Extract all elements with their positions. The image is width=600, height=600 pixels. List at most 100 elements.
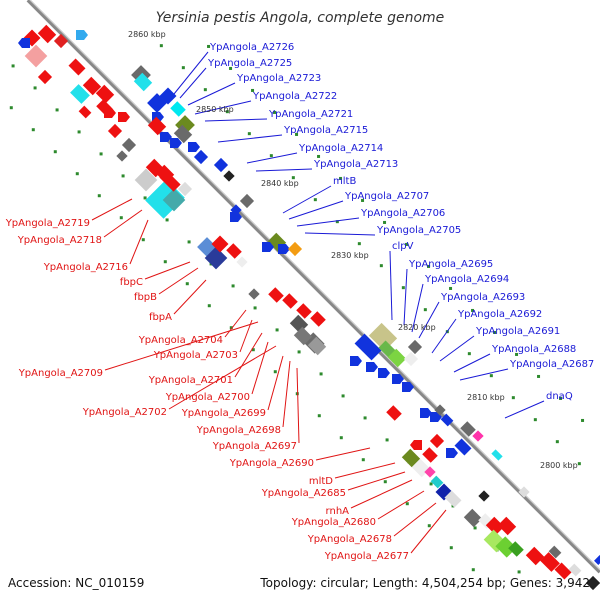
gene-label-plus: YpAngola_A2694 <box>424 274 509 285</box>
gene-label-minus: fbpB <box>134 292 157 303</box>
gene-feature <box>485 516 505 536</box>
leader-line <box>246 152 298 164</box>
gene-arrow <box>278 244 290 254</box>
ruler-dot <box>77 130 81 134</box>
gene-feature <box>70 84 90 104</box>
gene-label-plus: YpAngola_A2705 <box>376 225 461 236</box>
gene-feature <box>248 288 260 300</box>
ruler-dot <box>339 436 343 440</box>
gene-feature <box>472 430 484 442</box>
gene-feature <box>424 466 436 478</box>
gene-feature <box>508 541 524 557</box>
ruler-dot <box>317 414 321 418</box>
ruler-dot <box>97 194 101 198</box>
gene-feature <box>368 322 398 352</box>
gene-feature <box>585 575 600 591</box>
ruler-dot <box>319 372 323 376</box>
gene-label-minus: YpAngola_A2678 <box>307 534 392 545</box>
gene-feature <box>293 326 313 346</box>
gene-feature <box>440 413 454 427</box>
ruler-dot <box>581 418 585 422</box>
gene-label-plus: YpAngola_A2714 <box>298 143 383 154</box>
ruler-dot <box>515 352 519 356</box>
leader-line <box>304 232 376 236</box>
ruler-dot <box>473 526 477 530</box>
gene-feature <box>37 69 53 85</box>
gene-label-plus: YpAngola_A2726 <box>209 42 294 53</box>
ruler-dot <box>385 438 389 442</box>
leader-line <box>103 209 143 238</box>
gene-label-minus: YpAngola_A2677 <box>324 551 409 562</box>
gene-feature <box>548 545 562 559</box>
genome-backbone-highlight <box>29 0 600 571</box>
ruler-dot <box>229 66 233 70</box>
gene-feature <box>518 486 530 498</box>
gene-feature <box>173 124 193 144</box>
ruler-dot <box>449 546 453 550</box>
gene-feature <box>429 433 445 449</box>
gene-feature <box>495 536 517 558</box>
gene-label-minus: YpAngola_A2685 <box>261 488 346 499</box>
ruler-dot <box>489 374 493 378</box>
leader-line <box>315 447 371 461</box>
gene-label-plus: YpAngola_A2688 <box>491 344 576 355</box>
gene-label-plus: YpAngola_A2721 <box>268 109 353 120</box>
gene-label-minus: YpAngola_A2719 <box>5 218 90 229</box>
gene-feature <box>525 546 545 566</box>
gene-feature <box>434 404 446 416</box>
gene-feature <box>491 449 503 461</box>
ruler-dot <box>361 198 365 202</box>
gene-label-plus: YpAngola_A2693 <box>440 292 525 303</box>
gene-feature <box>460 421 476 437</box>
leader-line <box>347 471 406 491</box>
gene-label-plus: YpAngola_A2707 <box>344 191 429 202</box>
ruler-dot <box>429 482 433 486</box>
gene-feature <box>226 243 242 259</box>
ruler-dot <box>247 132 251 136</box>
leader-line <box>255 168 313 172</box>
ruler-dot <box>75 172 79 176</box>
gene-arrow <box>262 242 274 252</box>
gene-arrow <box>378 368 390 378</box>
ruler-dot <box>143 196 147 200</box>
gene-label-plus: YpAngola_A2695 <box>408 259 493 270</box>
ruler-dot <box>471 308 475 312</box>
leader-line <box>403 268 408 326</box>
ruler-dot <box>251 88 255 92</box>
gene-arrow <box>350 356 362 366</box>
leader-line <box>234 332 263 378</box>
tick-label: 2820 kbp <box>398 323 436 332</box>
ruler-dot <box>379 264 383 268</box>
ruler-dot <box>511 396 515 400</box>
ruler-dot <box>555 440 559 444</box>
gene-feature <box>133 72 153 92</box>
gene-label-minus: YpAngola_A2697 <box>212 441 297 452</box>
ruler-dot <box>559 396 563 400</box>
gene-feature <box>296 303 312 319</box>
leader-line <box>418 301 440 339</box>
gene-arrow <box>420 408 432 418</box>
leader-line <box>91 198 133 221</box>
leader-line <box>187 82 236 106</box>
ruler-dot <box>207 304 211 308</box>
gene-feature <box>407 339 423 355</box>
ruler-dot <box>313 198 317 202</box>
gene-label-minus: YpAngola_A2716 <box>43 262 128 273</box>
ruler-dot <box>141 238 145 242</box>
leader-line <box>350 479 413 509</box>
gene-feature <box>213 157 229 173</box>
ruler-dot <box>119 216 123 220</box>
gene-label-minus: YpAngola_A2700 <box>165 392 250 403</box>
ruler-dot <box>357 242 361 246</box>
gene-feature <box>310 311 326 327</box>
leader-line <box>410 509 447 554</box>
leader-line <box>431 318 457 354</box>
gene-feature <box>454 438 472 456</box>
leader-line <box>296 217 360 227</box>
leader-line <box>453 353 491 373</box>
gene-feature <box>159 87 177 105</box>
leader-line <box>179 67 207 99</box>
gene-label-minus: YpAngola_A2690 <box>229 458 314 469</box>
gene-label-plus: YpAngola_A2706 <box>360 208 445 219</box>
